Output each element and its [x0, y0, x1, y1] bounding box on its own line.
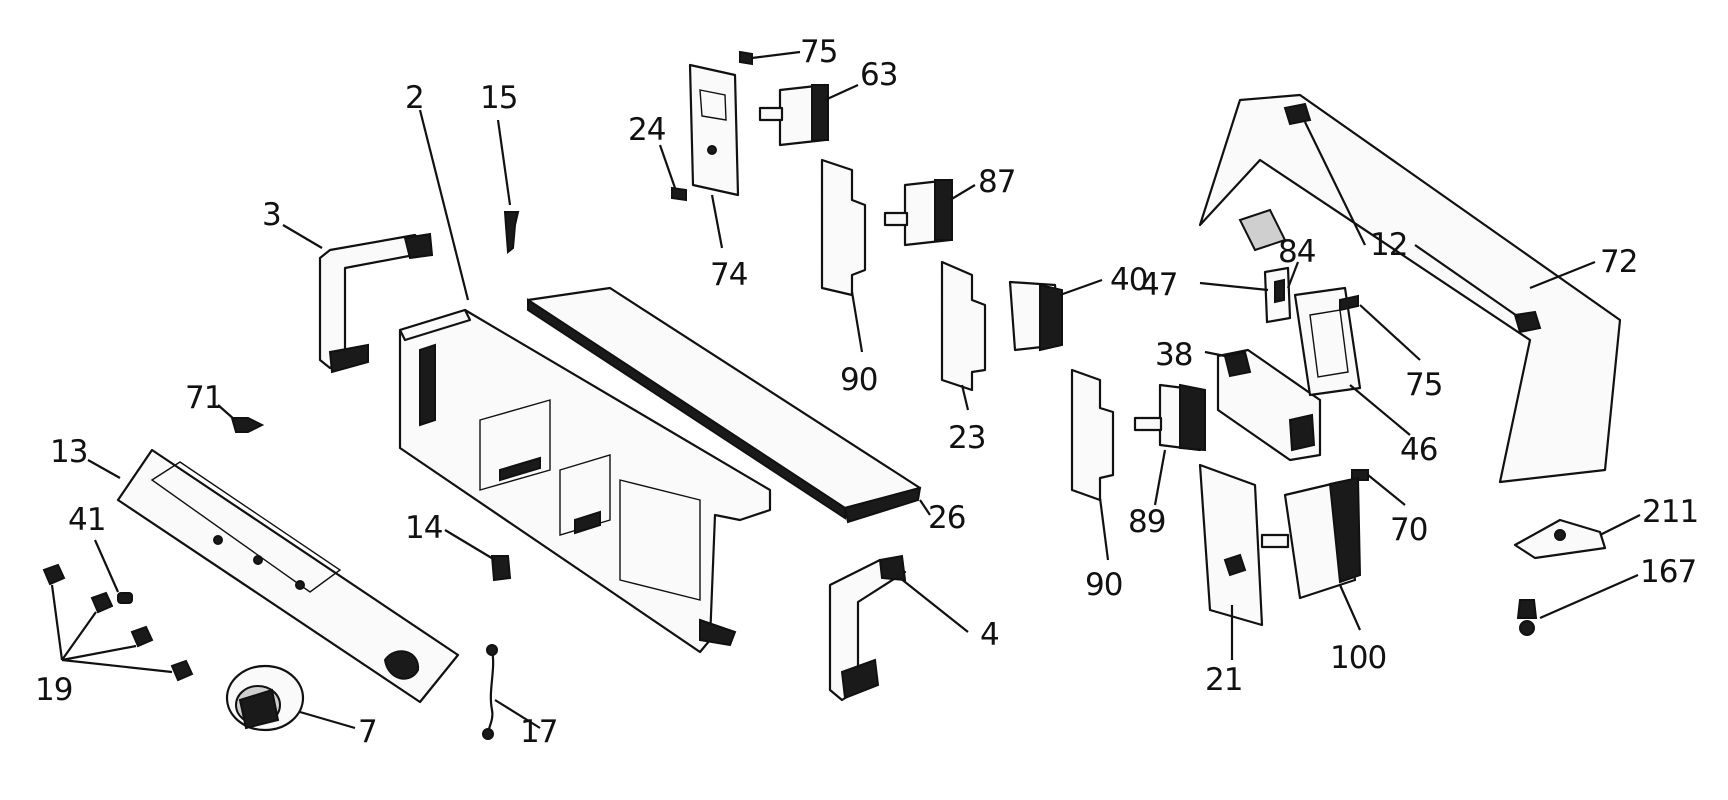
label-part-75-top: 75 — [800, 34, 837, 70]
part-14-clip — [490, 555, 512, 582]
label-part-167: 167 — [1640, 554, 1696, 590]
label-part-75-right: 75 — [1405, 367, 1442, 403]
part-19-knobs — [42, 563, 194, 682]
label-part-100: 100 — [1330, 640, 1386, 676]
part-90-bracket-upper — [820, 158, 867, 297]
label-part-23: 23 — [948, 420, 985, 456]
part-15-screw — [503, 211, 520, 254]
part-3-left-end-cap — [318, 232, 434, 374]
label-part-13: 13 — [50, 434, 87, 470]
part-87-switch — [883, 178, 953, 247]
label-part-71: 71 — [185, 380, 222, 416]
label-part-46: 46 — [1400, 432, 1437, 468]
label-part-90-lower: 90 — [1085, 567, 1122, 603]
label-part-14: 14 — [405, 510, 442, 546]
part-17-harness — [482, 644, 498, 740]
label-part-211: 211 — [1642, 494, 1698, 530]
part-46-board — [1293, 286, 1362, 397]
part-21-board — [1198, 463, 1264, 627]
label-part-24: 24 — [628, 112, 665, 148]
part-2-console-body — [398, 308, 772, 654]
part-75-screw-right — [1339, 294, 1359, 312]
label-part-2: 2 — [405, 80, 424, 116]
part-41-button — [117, 592, 133, 604]
leader-lines — [50, 50, 1641, 730]
label-part-7: 7 — [358, 714, 377, 750]
part-40-switch — [1008, 280, 1063, 352]
label-part-3: 3 — [262, 197, 281, 233]
part-75-screw-top — [739, 50, 753, 66]
part-38-plate — [1216, 348, 1322, 462]
label-part-47: 47 — [1140, 267, 1177, 303]
part-71-screw — [230, 417, 265, 433]
label-part-40: 40 — [1110, 262, 1147, 298]
label-part-87: 87 — [978, 164, 1015, 200]
label-part-70: 70 — [1390, 512, 1427, 548]
label-part-26: 26 — [928, 500, 965, 536]
part-100-timer — [1260, 476, 1362, 600]
part-4-right-end-cap — [828, 554, 907, 702]
label-part-38: 38 — [1155, 337, 1192, 373]
part-63-switch — [758, 83, 829, 147]
label-part-63: 63 — [860, 57, 897, 93]
part-7-timer-knob — [225, 664, 305, 732]
label-part-21: 21 — [1205, 662, 1242, 698]
part-23-plate — [940, 260, 987, 392]
part-74-bracket-plate — [688, 63, 740, 197]
part-72-backsplash — [1198, 93, 1622, 484]
part-26-top-cover — [526, 286, 922, 524]
label-part-12: 12 — [1370, 227, 1407, 263]
label-part-84: 84 — [1278, 234, 1315, 270]
label-part-19: 19 — [35, 672, 72, 708]
label-part-90-upper: 90 — [840, 362, 877, 398]
part-13-control-panel — [116, 448, 460, 704]
label-part-74: 74 — [710, 257, 747, 293]
label-part-15: 15 — [480, 80, 517, 116]
label-part-17: 17 — [520, 714, 557, 750]
part-167-screw — [1516, 599, 1538, 636]
part-47-bracket — [1263, 266, 1292, 324]
label-part-41: 41 — [68, 502, 105, 538]
part-89-switch — [1133, 383, 1206, 452]
label-part-72: 72 — [1600, 244, 1637, 280]
part-90-bracket-lower — [1070, 368, 1115, 502]
label-part-4: 4 — [980, 617, 999, 653]
label-part-89: 89 — [1128, 504, 1165, 540]
part-211-bracket — [1513, 518, 1607, 560]
part-labels: 2 15 3 71 13 41 19 7 14 17 26 4 75 63 24… — [35, 34, 1699, 750]
part-24-screw — [671, 186, 687, 202]
